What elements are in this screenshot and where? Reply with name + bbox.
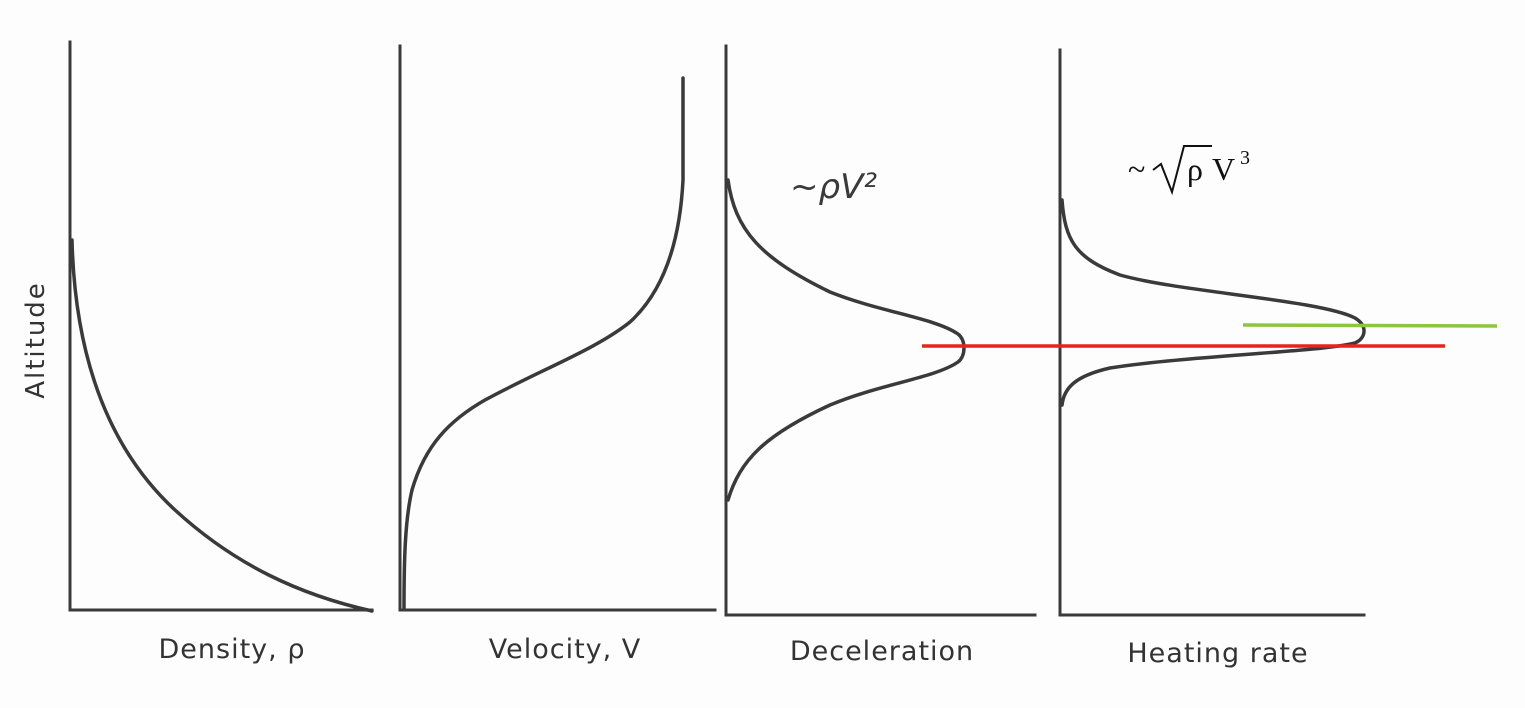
altitude-label: Altitude	[21, 281, 51, 399]
density-curve	[70, 238, 374, 613]
heating-axes	[1058, 48, 1366, 617]
heating-annotation-exp: 3	[1240, 147, 1250, 169]
heating-curve	[1060, 198, 1366, 407]
density-axes	[68, 40, 374, 612]
velocity-curve	[402, 76, 685, 610]
heating-annotation-radicand: ρ	[1187, 151, 1203, 187]
deceleration-curve	[726, 178, 966, 502]
heating-annotation-rest: V	[1212, 151, 1235, 187]
deceleration-panel: ~ρV² Deceleration	[724, 44, 1037, 667]
heating-annotation: ~ ρ V 3	[1128, 145, 1250, 196]
deceleration-axes	[724, 44, 1037, 617]
deceleration-xlabel: Deceleration	[790, 636, 974, 667]
velocity-axes	[398, 44, 717, 612]
velocity-xlabel: Velocity, V	[489, 634, 642, 665]
deceleration-annotation: ~ρV²	[790, 167, 877, 207]
density-panel: Density, ρ	[68, 40, 374, 665]
heating-xlabel: Heating rate	[1127, 638, 1308, 669]
density-xlabel: Density, ρ	[159, 634, 306, 665]
heating-panel: ~ ρ V 3 Heating rate	[1058, 48, 1366, 669]
sqrt-sign-icon	[1152, 145, 1212, 196]
velocity-panel: Velocity, V	[398, 44, 717, 665]
heating-annotation-prefix: ~	[1128, 151, 1145, 187]
peak-heating-marker	[1242, 323, 1498, 328]
